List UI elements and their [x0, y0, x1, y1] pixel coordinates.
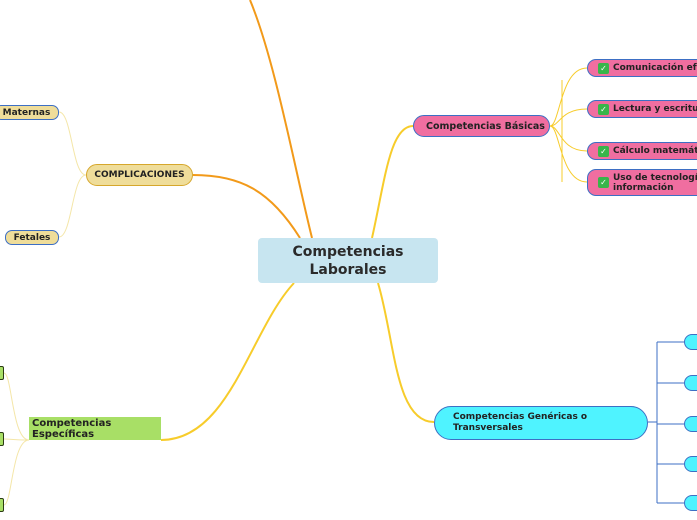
topic-competencias-especificas[interactable]: Competencias Específicas [29, 417, 161, 440]
subtopic-calculo[interactable]: ✓ Cálculo matemáti [587, 142, 697, 160]
check-icon: ✓ [598, 145, 609, 157]
subtopic-maternas[interactable]: Maternas [0, 105, 59, 120]
subtopic-fetales-label: Fetales [13, 232, 51, 243]
subtopic-uso-tecnologia-line2: información [613, 182, 674, 193]
branch-connector-basicas [371, 125, 414, 239]
branch-connector-genericas [377, 282, 435, 423]
central-topic[interactable]: Competencias Laborales [258, 238, 438, 283]
topic-competencias-especificas-label: Competencias Específicas [32, 417, 112, 440]
subtopic-especifica-2[interactable] [0, 432, 4, 446]
subtopic-lectura-escritura[interactable]: ✓ Lectura y escritur [587, 100, 697, 118]
subtopic-calculo-label: Cálculo matemáti [613, 146, 697, 156]
branch-connector-especificas [160, 282, 295, 441]
topic-competencias-genericas[interactable]: Competencias Genéricas o Transversales [434, 406, 648, 440]
topic-competencias-basicas[interactable]: Competencias Básicas [413, 115, 550, 137]
branch-connector-top [249, 0, 313, 239]
topic-complicaciones-label: COMPLICACIONES [94, 170, 185, 180]
subtopic-generica-4[interactable] [684, 456, 697, 472]
basicas-sub-connectors [549, 67, 588, 183]
check-icon: ✓ [598, 103, 609, 115]
topic-competencias-genericas-line1: Competencias Genéricas o [453, 412, 588, 422]
check-icon: ✓ [598, 62, 609, 74]
complicaciones-sub-connectors [58, 111, 87, 238]
topic-competencias-genericas-line2: Transversales [453, 423, 523, 433]
subtopic-generica-1[interactable] [684, 334, 697, 350]
especificas-sub-connectors [3, 372, 30, 506]
subtopic-uso-tecnologia-line1: Uso de tecnologí [613, 172, 697, 183]
subtopic-comunicacion[interactable]: ✓ Comunicación ef [587, 59, 697, 77]
subtopic-comunicacion-label: Comunicación ef [613, 63, 697, 73]
central-topic-line1: Competencias [292, 243, 404, 260]
subtopic-generica-5[interactable] [684, 495, 697, 511]
check-icon: ✓ [598, 177, 609, 188]
subtopic-especifica-1[interactable] [0, 366, 4, 380]
subtopic-uso-tecnologia[interactable]: ✓ Uso de tecnologí información [587, 169, 697, 196]
topic-complicaciones[interactable]: COMPLICACIONES [86, 164, 193, 186]
subtopic-maternas-label: Maternas [2, 107, 51, 118]
subtopic-fetales[interactable]: Fetales [5, 230, 59, 245]
topic-competencias-basicas-label: Competencias Básicas [426, 120, 545, 132]
central-topic-line2: Laborales [309, 261, 387, 278]
subtopic-generica-2[interactable] [684, 375, 697, 391]
subtopic-lectura-escritura-label: Lectura y escritur [613, 104, 697, 114]
genericas-sub-connectors [648, 341, 684, 504]
subtopic-generica-3[interactable] [684, 416, 697, 432]
branch-connector-complicaciones [192, 174, 301, 239]
subtopic-especifica-3[interactable] [0, 498, 4, 512]
